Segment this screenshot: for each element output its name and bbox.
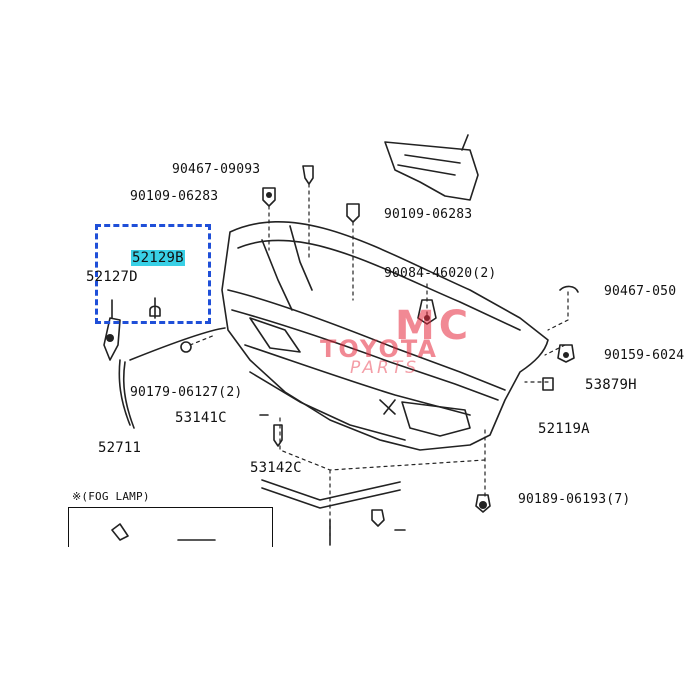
reinforcement-strip <box>261 479 401 509</box>
fog-lamp-box <box>68 507 273 547</box>
fasteners <box>180 285 579 531</box>
bumper-cover <box>221 221 549 451</box>
part-label: 90109-06283 <box>384 207 473 222</box>
part-label: 53141C <box>175 410 227 426</box>
part-label: 52127D <box>86 269 138 285</box>
part-label: 90467-09093 <box>172 162 261 177</box>
fog-lamp-detail <box>111 519 331 546</box>
highlighted-part-label: 52129B <box>131 250 185 266</box>
part-label: 90179-06127(2) <box>130 385 243 400</box>
molding-52711 <box>103 297 226 429</box>
part-label: 53142C <box>250 460 302 476</box>
part-label: 90084-46020(2) <box>384 266 497 281</box>
watermark-name: TOYOTA <box>320 335 438 363</box>
part-label: 52119A <box>538 421 590 437</box>
part-label: 90159-6024 <box>604 348 685 363</box>
part-label: 90109-06283 <box>130 189 219 204</box>
part-label: 90467-050 <box>604 284 677 299</box>
upper-bracket <box>384 134 479 201</box>
watermark-sub: PARTS <box>350 358 420 378</box>
part-label: 53879H <box>585 377 637 393</box>
part-number-highlight: 52129B <box>131 250 185 266</box>
part-label: 52711 <box>98 440 142 456</box>
part-label: 90189-06193(7) <box>518 492 631 507</box>
watermark-brand: MC <box>395 303 473 349</box>
screw-top <box>262 165 360 223</box>
fog-lamp-label: ※(FOG LAMP) <box>72 490 150 503</box>
highlight-box <box>95 224 211 324</box>
